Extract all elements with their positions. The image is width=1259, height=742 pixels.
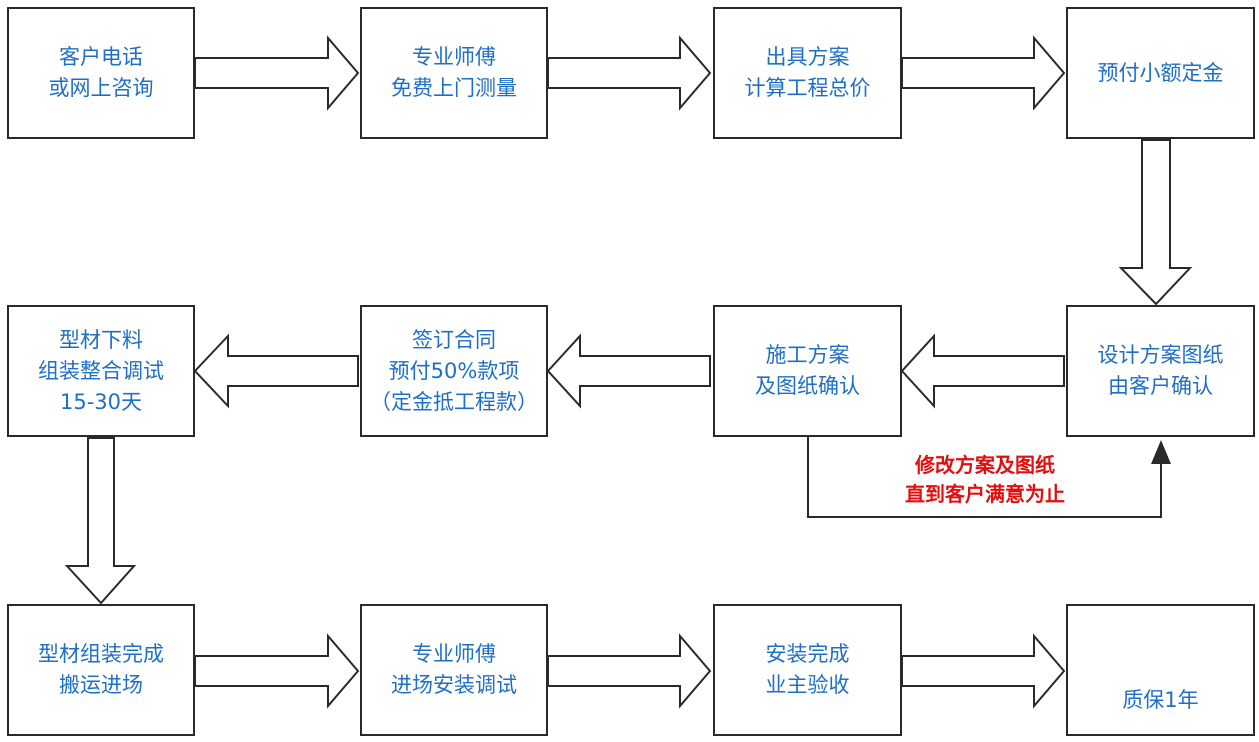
step-fabrication-line1: 型材下料 [59,327,143,352]
arrow-down-1 [1118,139,1193,306]
arrow-left-3 [193,333,359,409]
feedback-note-line2: 直到客户满意为止 [905,482,1065,506]
step-contract: 签订合同 预付50%款项 （定金抵工程款） [360,305,548,437]
step-design-confirm-line2: 由客户确认 [1108,374,1213,398]
step-fabrication-line2: 组装整合调试 [38,358,164,383]
step-plan-confirm-line2: 及图纸确认 [755,374,860,398]
step-contract-line2: 预付50%款项 [388,358,520,383]
step-quote: 出具方案 计算工程总价 [713,7,902,139]
step-consult-line2: 或网上咨询 [48,76,154,100]
step-consult-line1: 客户电话 [59,45,143,69]
step-acceptance-line2: 业主验收 [765,673,850,697]
arrow-right-2 [547,35,712,111]
step-fabrication: 型材下料 组装整合调试 15-30天 [7,305,195,437]
step-measure-line1: 专业师傅 [412,45,496,69]
arrow-right-3 [901,35,1066,111]
step-deposit-line1: 预付小额定金 [1097,60,1224,85]
feedback-note: 修改方案及图纸 直到客户满意为止 [860,451,1110,509]
step-installation-line1: 专业师傅 [412,642,496,666]
step-warranty: 质保1年 [1066,604,1255,736]
step-contract-line1: 签订合同 [412,327,496,352]
feedback-arrowhead [1151,440,1171,464]
feedback-note-line1: 修改方案及图纸 [915,453,1055,477]
step-measure: 专业师傅 免费上门测量 [360,7,548,139]
step-measure-line2: 免费上门测量 [391,76,517,100]
step-installation: 专业师傅 进场安装调试 [360,604,548,736]
step-quote-line2: 计算工程总价 [744,76,871,100]
step-delivery-line1: 型材组装完成 [38,642,164,666]
step-plan-confirm-line1: 施工方案 [765,343,850,367]
arrow-left-2 [546,333,711,409]
arrow-right-6 [901,633,1066,709]
step-consult: 客户电话 或网上咨询 [7,7,195,139]
step-deposit: 预付小额定金 [1066,7,1255,139]
arrow-down-2 [64,437,137,605]
feedback-line [807,437,1162,518]
step-design-confirm-line1: 设计方案图纸 [1097,343,1224,367]
step-design-confirm: 设计方案图纸 由客户确认 [1066,305,1255,437]
arrow-right-4 [194,633,360,709]
step-delivery-line2: 搬运进场 [59,673,143,697]
step-fabrication-line3: 15-30天 [59,389,143,414]
step-contract-line3: （定金抵工程款） [370,389,538,414]
arrow-left-1 [900,333,1065,409]
arrow-right-5 [547,633,712,709]
step-quote-line1: 出具方案 [765,45,850,69]
step-warranty-line1: 质保1年 [1122,688,1199,712]
step-delivery: 型材组装完成 搬运进场 [7,604,195,736]
step-acceptance-line1: 安装完成 [765,642,850,666]
step-plan-confirm: 施工方案 及图纸确认 [713,305,902,437]
arrow-right-1 [194,35,360,111]
step-acceptance: 安装完成 业主验收 [713,604,902,736]
step-installation-line2: 进场安装调试 [391,673,517,697]
